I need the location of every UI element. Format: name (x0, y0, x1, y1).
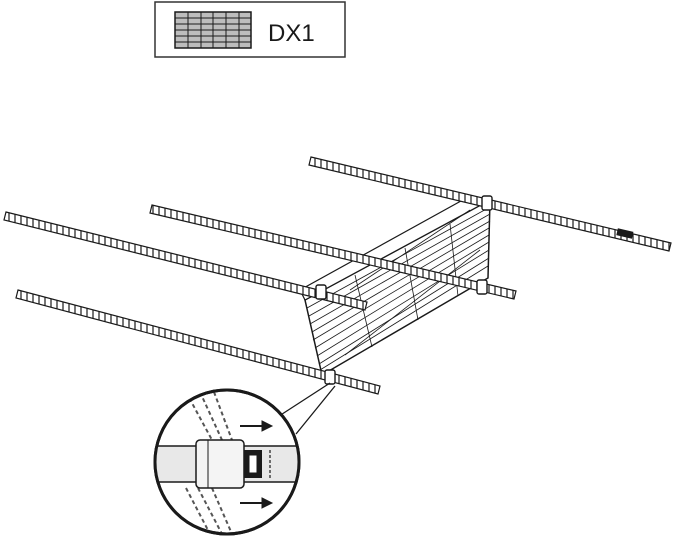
part-legend: DX1 (154, 1, 346, 58)
post-2 (149, 204, 517, 300)
part-code-label: DX1 (268, 20, 315, 47)
post-3 (3, 211, 368, 311)
wire-shelf-icon (174, 11, 252, 49)
shelf-collars (315, 195, 493, 385)
post-1-end-cap (616, 228, 634, 239)
wire-shelf (299, 195, 492, 377)
post-4 (15, 289, 381, 395)
callout-leader (275, 382, 336, 435)
arrow-right-icon (240, 420, 274, 432)
arrow-right-icon (240, 497, 274, 509)
